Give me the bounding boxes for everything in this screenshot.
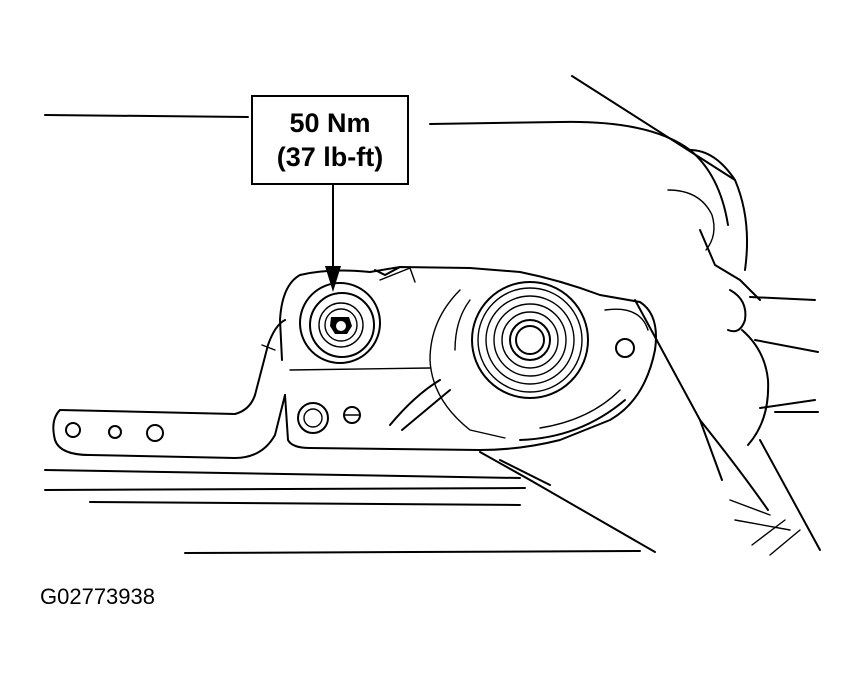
torque-nm-label: 50 Nm (289, 108, 371, 138)
recliner-bolt (299, 282, 381, 364)
reference-lines (44, 75, 736, 226)
seat-side-trim (634, 149, 821, 556)
housing-fasteners (297, 338, 635, 434)
callout-arrow (325, 184, 341, 292)
torque-callout: 50 Nm (37 lb-ft) (251, 95, 409, 185)
figure-id: G02773938 (40, 584, 155, 609)
torque-lbft-label: (37 lb-ft) (276, 142, 384, 172)
seat-track (44, 451, 656, 554)
link-arm (52, 319, 286, 459)
recliner-pivot (471, 281, 589, 399)
recliner-housing (279, 266, 657, 451)
